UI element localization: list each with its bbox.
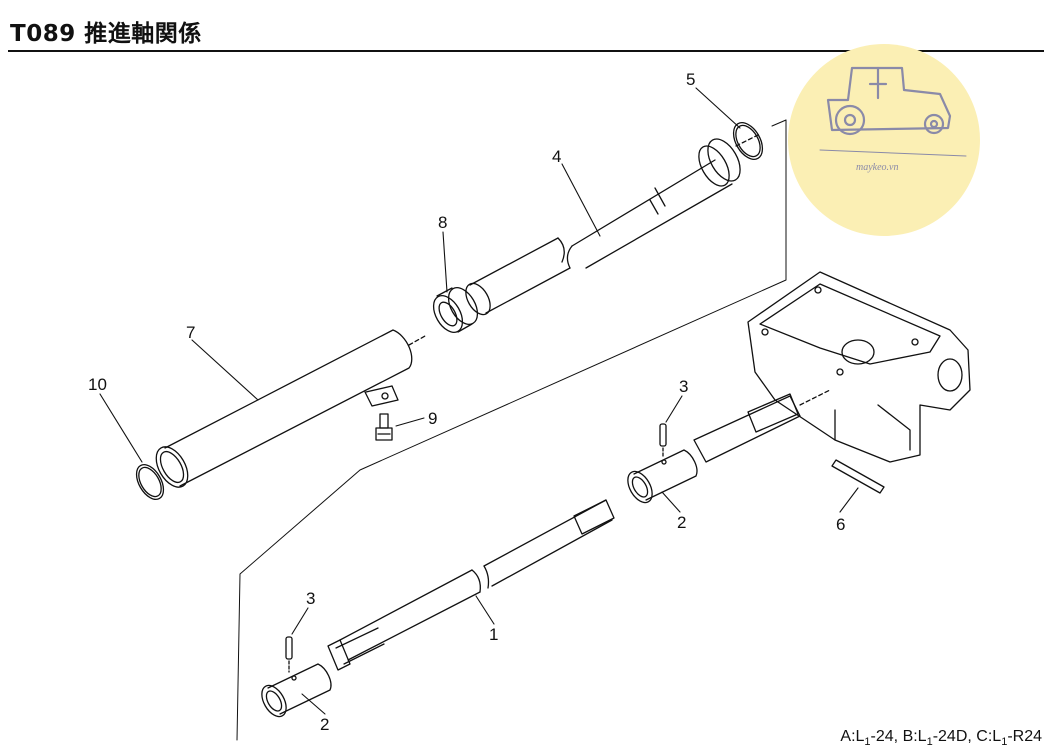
part-2-coupler-lower (261, 663, 332, 718)
part-3-pin-lower (285, 636, 293, 673)
part-7-cover-tube (155, 329, 426, 488)
callout-5: 5 (686, 70, 695, 89)
assembly-frame (236, 119, 787, 741)
callout-9: 9 (428, 409, 437, 428)
part-5-o-ring (732, 122, 764, 160)
callout-2-upper: 2 (677, 513, 686, 532)
leader-lines (99, 87, 859, 715)
callout-3-lower: 3 (306, 589, 315, 608)
part-9-bolt (375, 413, 393, 441)
transmission-housing (747, 271, 971, 463)
callout-4: 4 (552, 147, 561, 166)
model-b-label: B:L1-24D, (902, 728, 972, 749)
callout-8: 8 (438, 213, 447, 232)
part-10-o-ring (135, 464, 165, 500)
output-spline-shaft (693, 389, 831, 463)
callout-6: 6 (836, 515, 845, 534)
callout-2-lower: 2 (320, 715, 329, 734)
part-6-pin (831, 459, 885, 494)
model-c-label: C:L1-R24 (976, 728, 1042, 749)
tractor-icon (819, 66, 967, 157)
part-3-pin-upper (659, 423, 667, 459)
watermark-text: maykeo.vn (856, 162, 898, 173)
callout-labels: 1 2 2 3 3 4 5 6 7 8 9 10 (88, 70, 845, 734)
page-title: T089 推進軸関係 (10, 21, 202, 47)
part-2-coupler-upper (627, 449, 698, 504)
part-4-tube (465, 133, 761, 316)
callout-10: 10 (88, 375, 107, 394)
part-1-shaft (327, 499, 615, 671)
callout-3-upper: 3 (679, 377, 688, 396)
model-a-label: A:L1-24, (840, 728, 899, 749)
part-8-seal (432, 287, 479, 333)
model-applicability-note: A:L1-24, B:L1-24D, C:L1-R24 (840, 728, 1042, 748)
watermark-logo: maykeo.vn (788, 44, 980, 236)
callout-1: 1 (489, 625, 498, 644)
callout-7: 7 (186, 323, 195, 342)
title-rule (8, 50, 1044, 52)
